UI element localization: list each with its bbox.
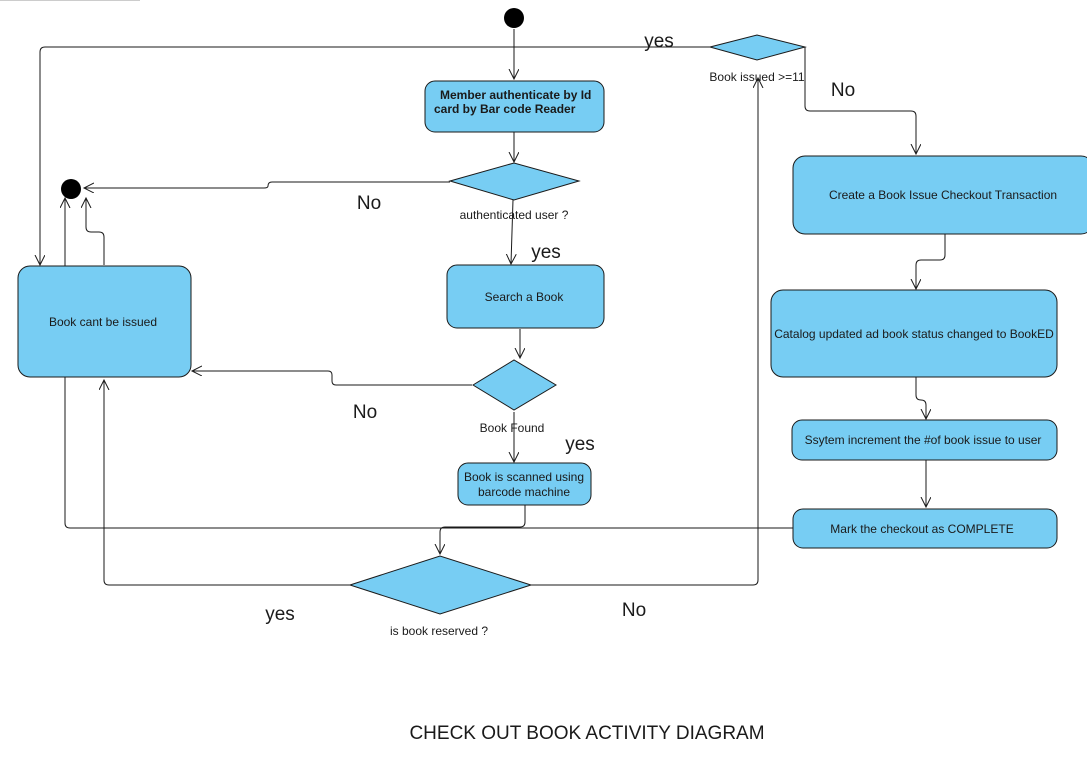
member-auth-line-1: Member authenticate by Id bbox=[440, 88, 591, 102]
node-member-auth: Member authenticate by Id card by Bar co… bbox=[424, 80, 605, 133]
authenticated-user-label: authenticated user ? bbox=[460, 208, 569, 222]
found-yes-label: yes bbox=[565, 434, 595, 455]
end-node bbox=[61, 179, 81, 199]
create-transaction-label: Create a Book Issue Checkout Transaction bbox=[829, 188, 1057, 202]
found-no-label: No bbox=[353, 402, 377, 423]
edge-catalog-to-increment bbox=[915, 377, 926, 419]
reserved-yes-label: yes bbox=[265, 604, 295, 625]
node-book-scanned: Book is scanned using barcode machine bbox=[457, 462, 592, 506]
edge-limit-yes-to-cant bbox=[40, 46, 710, 265]
is-book-reserved-label: is book reserved ? bbox=[390, 624, 488, 638]
system-increment-label: Ssytem increment the #of book issue to u… bbox=[805, 433, 1042, 447]
reserved-no-label: No bbox=[622, 600, 646, 621]
edge-create-to-catalog bbox=[916, 234, 946, 289]
node-create-transaction: Create a Book Issue Checkout Transaction bbox=[792, 155, 1087, 235]
limit-yes-label: yes bbox=[644, 31, 674, 52]
book-scanned-line-2: barcode machine bbox=[478, 485, 570, 499]
auth-yes-label: yes bbox=[531, 242, 561, 263]
node-system-increment: Ssytem increment the #of book issue to u… bbox=[791, 419, 1058, 461]
edge-auth-yes-to-search bbox=[511, 199, 513, 264]
search-book-label: Search a Book bbox=[485, 290, 565, 304]
node-catalog-updated: Catalog updated ad book status changed t… bbox=[770, 289, 1058, 378]
node-search-book: Search a Book bbox=[446, 264, 605, 329]
node-book-cant-issued: Book cant be issued bbox=[17, 265, 192, 378]
edge-found-no-to-cant bbox=[192, 371, 472, 386]
limit-no-label: No bbox=[831, 80, 855, 101]
decision-book-issued-limit bbox=[708, 34, 807, 61]
top-rule bbox=[0, 0, 140, 1]
edge-complete-to-end bbox=[65, 198, 793, 529]
book-found-label: Book Found bbox=[480, 421, 545, 435]
edge-limit-no-to-create bbox=[804, 47, 916, 154]
edge-scan-to-reserved bbox=[440, 505, 526, 554]
decision-is-book-reserved bbox=[348, 555, 533, 615]
auth-no-label: No bbox=[357, 193, 381, 214]
diagram-caption: CHECK OUT BOOK ACTIVITY DIAGRAM bbox=[409, 723, 764, 744]
edge-cant-to-end bbox=[86, 198, 105, 265]
edge-auth-no-to-end bbox=[84, 181, 450, 188]
edge-reserved-yes-to-cant bbox=[104, 380, 350, 586]
mark-complete-label: Mark the checkout as COMPLETE bbox=[830, 522, 1013, 536]
book-scanned-line-1: Book is scanned using bbox=[464, 470, 584, 484]
book-issued-limit-label: Book issued >=11 bbox=[709, 70, 805, 84]
start-node bbox=[504, 8, 524, 28]
catalog-updated-label: Catalog updated ad book status changed t… bbox=[774, 327, 1054, 341]
node-mark-complete: Mark the checkout as COMPLETE bbox=[792, 508, 1058, 549]
member-auth-line-2: card by Bar code Reader bbox=[434, 102, 576, 116]
edges bbox=[40, 29, 946, 586]
decision-authenticated-user bbox=[448, 162, 581, 201]
edge-reserved-no-to-limit bbox=[531, 78, 758, 586]
book-cant-issued-label: Book cant be issued bbox=[49, 315, 157, 329]
decision-book-found bbox=[472, 359, 557, 411]
